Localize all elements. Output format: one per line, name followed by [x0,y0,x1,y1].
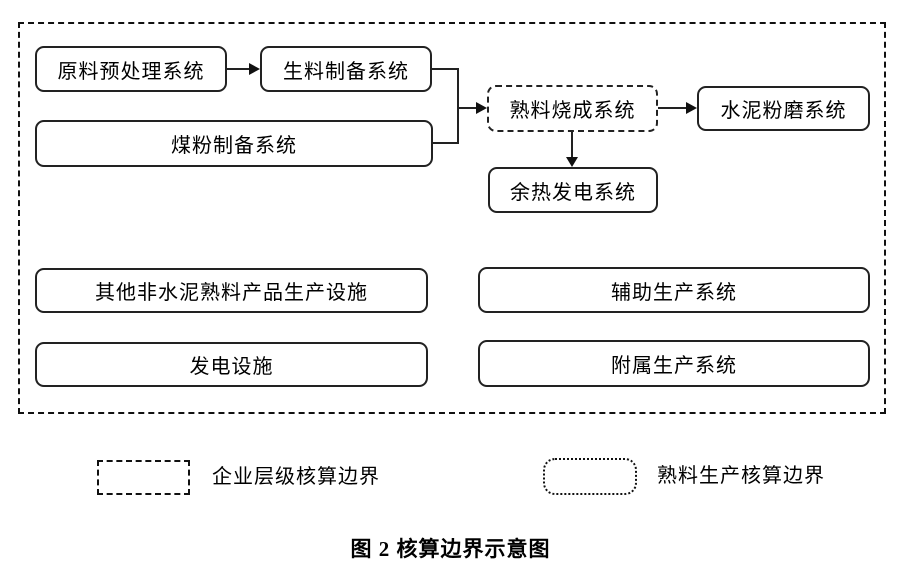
node-auxiliary-production-system: 辅助生产系统 [478,267,870,313]
legend-clinker-boundary-label: 熟料生产核算边界 [657,465,825,487]
node-subsidiary-production-system: 附属生产系统 [478,340,870,387]
arrowhead-raw-to-meal [249,63,260,75]
node-other-non-clinker-facilities: 其他非水泥熟料产品生产设施 [35,268,428,313]
node-cement-grinding-system: 水泥粉磨系统 [697,86,870,131]
legend-enterprise-boundary-swatch [97,460,190,495]
legend-clinker-boundary-swatch [543,458,637,495]
line-meal-coal-junction [432,68,476,144]
figure-caption: 图 2 核算边界示意图 [350,537,551,561]
enterprise-boundary-outline [18,22,886,414]
arrowhead-clinker-to-grinding [686,102,697,114]
node-coal-powder-preparation-system: 煤粉制备系统 [35,120,433,167]
node-clinker-burning-system: 熟料烧成系统 [487,85,658,132]
legend-enterprise-boundary-label: 企业层级核算边界 [212,466,380,488]
node-raw-pretreatment-system: 原料预处理系统 [35,46,227,92]
node-waste-heat-power-system: 余热发电系统 [488,167,658,213]
node-power-generation-facility: 发电设施 [35,342,428,387]
node-raw-meal-preparation-system: 生料制备系统 [260,46,432,92]
arrowhead-clinker-to-wasteheat [566,157,578,167]
arrowhead-to-clinker [476,102,487,114]
